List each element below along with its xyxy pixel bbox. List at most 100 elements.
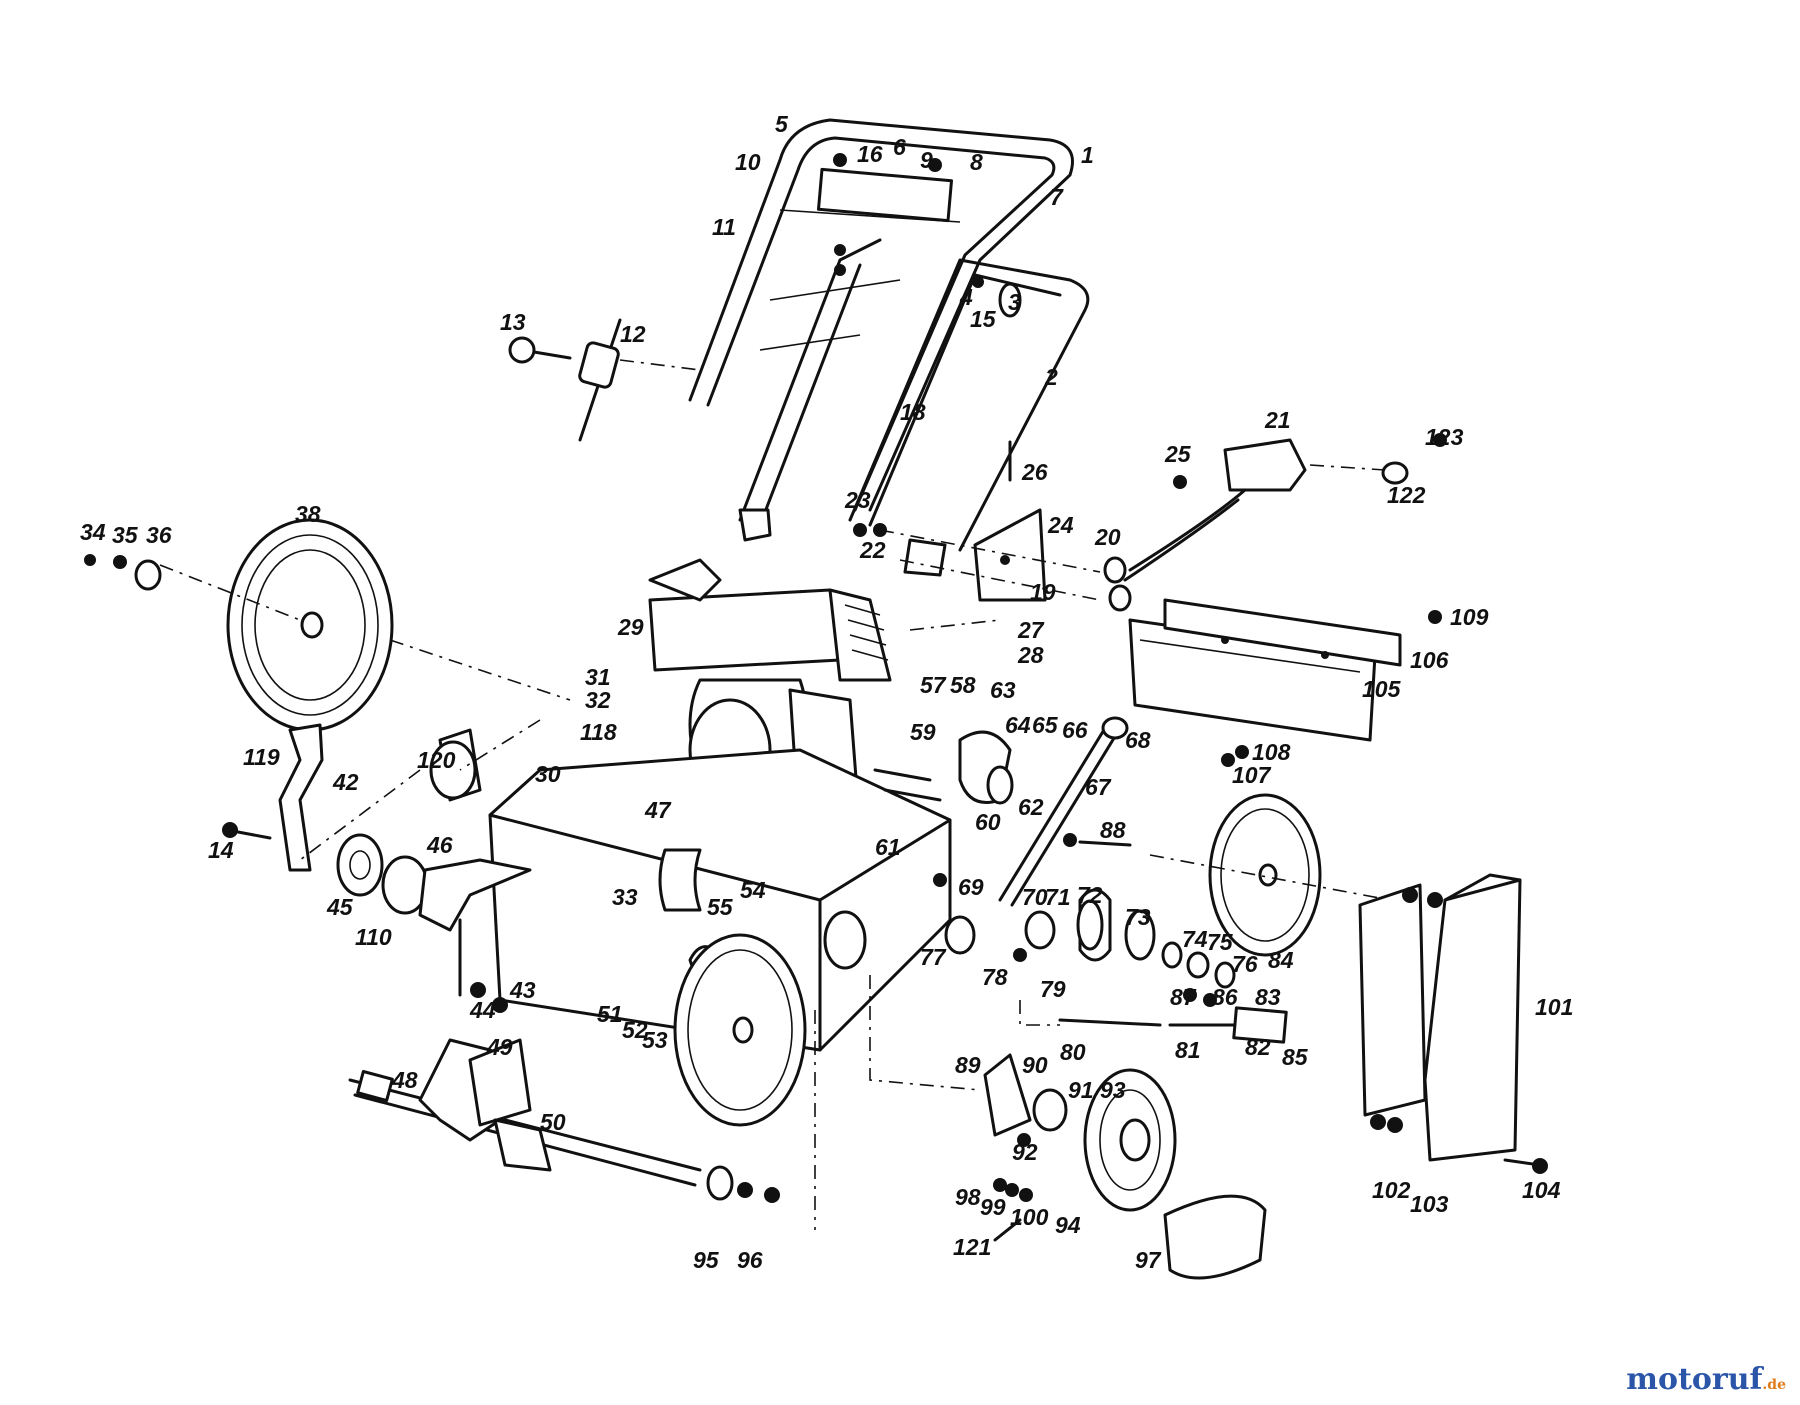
label-part: 123: [1425, 424, 1464, 450]
label-part: 64: [1005, 712, 1031, 738]
label-part: 98: [955, 1184, 981, 1210]
label-part: 93: [1100, 1077, 1126, 1103]
label-part: 20: [1094, 524, 1121, 550]
label-part: 118: [580, 719, 617, 745]
label-part: 88: [1100, 817, 1126, 843]
label-part: 97: [1135, 1247, 1162, 1273]
label-part: 38: [295, 501, 321, 527]
label-part: 8: [970, 149, 983, 175]
label-part: 72: [1077, 882, 1103, 908]
label-part: 119: [243, 744, 280, 770]
label-part: 50: [540, 1109, 566, 1135]
label-part: 94: [1055, 1212, 1081, 1238]
wheel-right-rear: [1149, 793, 1391, 957]
label-part: 75: [1207, 929, 1234, 955]
label-part: 90: [1022, 1052, 1048, 1078]
label-part: 13: [500, 309, 526, 335]
label-part: 109: [1450, 604, 1489, 630]
belt-drive: [869, 975, 1267, 1280]
label-part: 52: [622, 1017, 648, 1043]
site-watermark-logo: motoruf.de: [1626, 1362, 1786, 1397]
label-part: 63: [990, 677, 1016, 703]
label-part: 104: [1522, 1177, 1561, 1203]
label-part: 106: [1410, 647, 1449, 673]
label-part: 1: [1081, 142, 1094, 168]
label-part: 9: [920, 147, 933, 173]
label-part: 59: [910, 719, 936, 745]
label-part: 62: [1018, 794, 1044, 820]
label-part: 71: [1045, 884, 1071, 910]
label-part: 26: [1021, 459, 1048, 485]
label-part: 73: [1125, 904, 1151, 930]
label-part: 65: [1032, 712, 1059, 738]
rear-flap: [1128, 598, 1442, 767]
label-part: 96: [737, 1247, 763, 1273]
label-part: 66: [1062, 717, 1088, 743]
label-part: 70: [1022, 884, 1048, 910]
label-part: 61: [875, 834, 901, 860]
label-part: 33: [612, 884, 638, 910]
label-part: 36: [146, 522, 172, 548]
watermark-tld: .de: [1762, 1377, 1786, 1393]
watermark-main: motoruf: [1626, 1362, 1763, 1397]
label-part: 32: [585, 687, 611, 713]
label-part: 91: [1068, 1077, 1094, 1103]
label-part: 53: [642, 1027, 668, 1053]
label-part: 28: [1017, 642, 1044, 668]
label-part: 81: [1175, 1037, 1201, 1063]
label-part: 46: [426, 832, 453, 858]
label-part: 19: [1030, 579, 1056, 605]
label-part: 22: [859, 537, 886, 563]
label-part: 18: [900, 399, 926, 425]
label-part: 7: [1050, 184, 1064, 210]
label-part: 34: [80, 519, 106, 545]
label-part: 14: [208, 837, 234, 863]
height-adjust-mechanism: [873, 716, 1288, 1044]
label-part: 48: [391, 1067, 418, 1093]
label-part: 35: [112, 522, 139, 548]
label-part: 43: [509, 977, 536, 1003]
wheel-front: [673, 933, 807, 1127]
label-part: 54: [740, 877, 766, 903]
handle-assembly: [688, 118, 1090, 577]
label-part: 57: [920, 672, 947, 698]
label-part: 122: [1387, 482, 1426, 508]
label-part: 69: [958, 874, 984, 900]
label-part: 27: [1017, 617, 1045, 643]
label-part: 29: [617, 614, 644, 640]
label-part: 45: [326, 894, 354, 920]
handle-clamp: [508, 318, 701, 442]
label-part: 120: [417, 747, 456, 773]
label-part: 105: [1362, 676, 1402, 702]
label-part: 58: [950, 672, 976, 698]
label-part: 12: [620, 321, 646, 347]
label-part: 15: [970, 306, 997, 332]
label-part: 67: [1085, 774, 1112, 800]
label-part: 76: [1232, 951, 1258, 977]
label-part: 10: [735, 149, 761, 175]
part-labels: 1 2 3 4 5 6 7 8 9 10 11 12 13 14 15 16 1…: [80, 111, 1573, 1273]
wheel-left-rear: [84, 518, 571, 732]
label-part: 55: [707, 894, 734, 920]
label-part: 6: [893, 134, 906, 160]
label-part: 77: [920, 944, 947, 970]
label-part: 25: [1164, 441, 1192, 467]
label-part: 107: [1232, 762, 1272, 788]
label-part: 11: [712, 214, 736, 240]
cutter-shaft: [348, 1010, 816, 1230]
label-part: 68: [1125, 727, 1151, 753]
label-part: 60: [975, 809, 1001, 835]
label-part: 82: [1245, 1034, 1271, 1060]
label-part: 102: [1372, 1177, 1411, 1203]
label-part: 51: [597, 1001, 623, 1027]
label-part: 24: [1047, 512, 1074, 538]
label-part: 103: [1410, 1191, 1449, 1217]
label-part: 110: [355, 924, 392, 950]
label-part: 47: [644, 797, 672, 823]
label-part: 108: [1252, 739, 1291, 765]
label-part: 23: [844, 487, 871, 513]
label-part: 85: [1282, 1044, 1309, 1070]
label-part: 31: [585, 664, 611, 690]
handle-bracket: [853, 440, 1132, 612]
